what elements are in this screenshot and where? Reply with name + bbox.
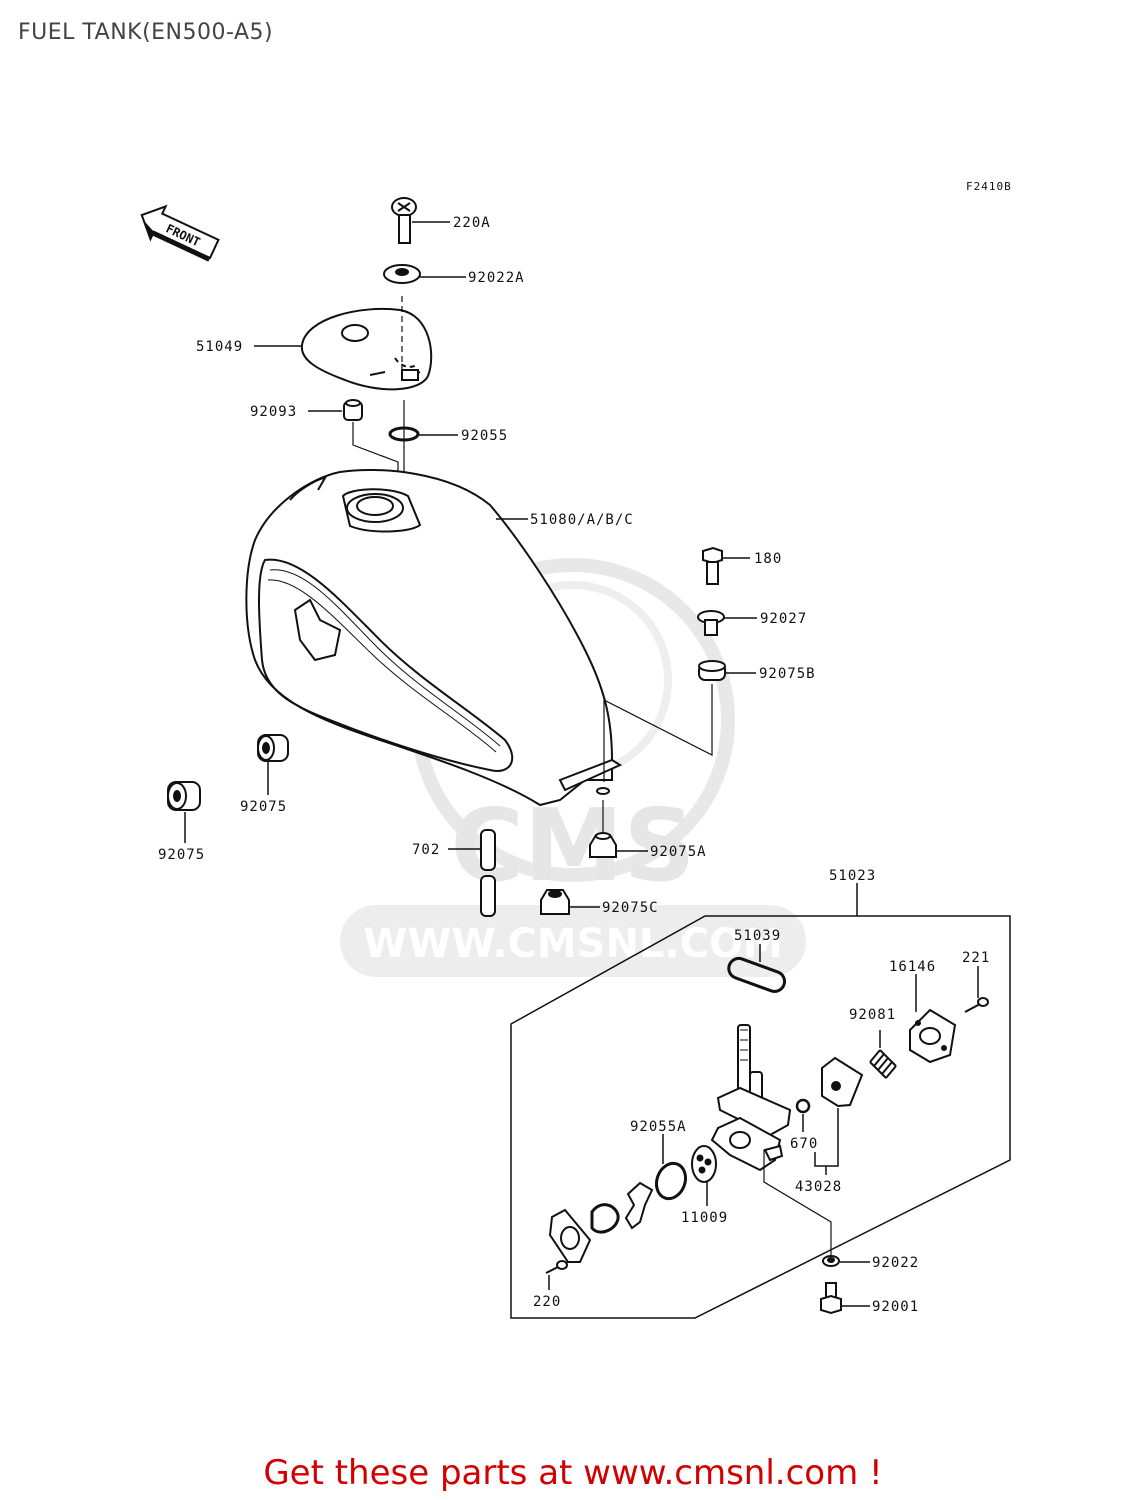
o-ring-670-icon bbox=[795, 1098, 811, 1114]
washer-92022-icon bbox=[822, 1255, 840, 1267]
filter-11009-icon bbox=[691, 1145, 717, 1183]
figure-code: F2410B bbox=[966, 180, 1012, 193]
damper-92075-1-icon bbox=[257, 734, 289, 762]
damper-92075a-icon bbox=[589, 832, 617, 858]
label-11009: 11009 bbox=[681, 1210, 728, 1226]
fuel-tank-icon bbox=[245, 468, 623, 807]
gasket-51039-icon bbox=[727, 956, 787, 993]
label-92075a: 92075A bbox=[650, 844, 707, 860]
label-51080: 51080/A/B/C bbox=[530, 512, 634, 528]
screw-221-icon bbox=[964, 997, 989, 1013]
label-92093: 92093 bbox=[250, 404, 297, 420]
label-92075b: 92075B bbox=[759, 666, 816, 682]
label-16146: 16146 bbox=[889, 959, 936, 975]
label-51039: 51039 bbox=[734, 928, 781, 944]
cover-16146-icon bbox=[909, 1008, 957, 1064]
label-92075-1: 92075 bbox=[240, 799, 287, 815]
seal-icon bbox=[590, 1203, 620, 1234]
label-220a: 220A bbox=[453, 215, 491, 231]
label-51023: 51023 bbox=[829, 868, 876, 884]
label-92081: 92081 bbox=[849, 1007, 896, 1023]
label-92075-2: 92075 bbox=[158, 847, 205, 863]
watermark-url: WWW.CMSNL.COM bbox=[363, 921, 783, 967]
spring-92081-icon bbox=[869, 1049, 897, 1079]
damper-92075b-icon bbox=[698, 660, 726, 681]
watermark-url-pill bbox=[340, 905, 806, 977]
label-92075c: 92075C bbox=[602, 900, 659, 916]
label-51049: 51049 bbox=[196, 339, 243, 355]
label-670: 670 bbox=[790, 1136, 818, 1152]
label-43028: 43028 bbox=[795, 1179, 842, 1195]
label-92055: 92055 bbox=[461, 428, 508, 444]
label-92022a: 92022A bbox=[468, 270, 525, 286]
o-ring-92055a-icon bbox=[654, 1161, 688, 1201]
lever-plate-icon bbox=[548, 1208, 592, 1263]
tank-cap-cover-icon bbox=[300, 307, 433, 391]
bolt-180-icon bbox=[702, 546, 723, 585]
page-title: FUEL TANK(EN500-A5) bbox=[18, 20, 274, 45]
damper-92075c-icon bbox=[540, 889, 570, 915]
screw-220-icon bbox=[545, 1260, 568, 1274]
bolt-92001-icon bbox=[820, 1282, 842, 1315]
label-702: 702 bbox=[412, 842, 440, 858]
lever-icon bbox=[624, 1181, 654, 1230]
fuel-cock-assembly-box bbox=[510, 915, 1011, 1319]
fuel-cock-valve-icon bbox=[710, 1024, 792, 1172]
washer-92022a-icon bbox=[383, 264, 421, 284]
label-92055a: 92055A bbox=[630, 1119, 687, 1135]
front-arrow-icon: FRONT bbox=[140, 204, 220, 262]
label-220: 220 bbox=[533, 1294, 561, 1310]
label-180: 180 bbox=[754, 551, 782, 567]
collar-92027-icon bbox=[697, 610, 725, 636]
screw-220a-icon bbox=[391, 197, 417, 244]
label-92001: 92001 bbox=[872, 1299, 919, 1315]
footer-cta[interactable]: Get these parts at www.cmsnl.com ! bbox=[0, 1453, 1146, 1493]
hose-702-icon bbox=[480, 829, 496, 917]
damper-92075-2-icon bbox=[167, 781, 201, 811]
label-221: 221 bbox=[962, 950, 990, 966]
diaphragm-43028-icon bbox=[821, 1056, 864, 1108]
label-92027: 92027 bbox=[760, 611, 807, 627]
label-92022: 92022 bbox=[872, 1255, 919, 1271]
footer-link[interactable]: Get these parts at www.cmsnl.com ! bbox=[263, 1453, 883, 1493]
grommet-92093-icon bbox=[343, 399, 363, 421]
